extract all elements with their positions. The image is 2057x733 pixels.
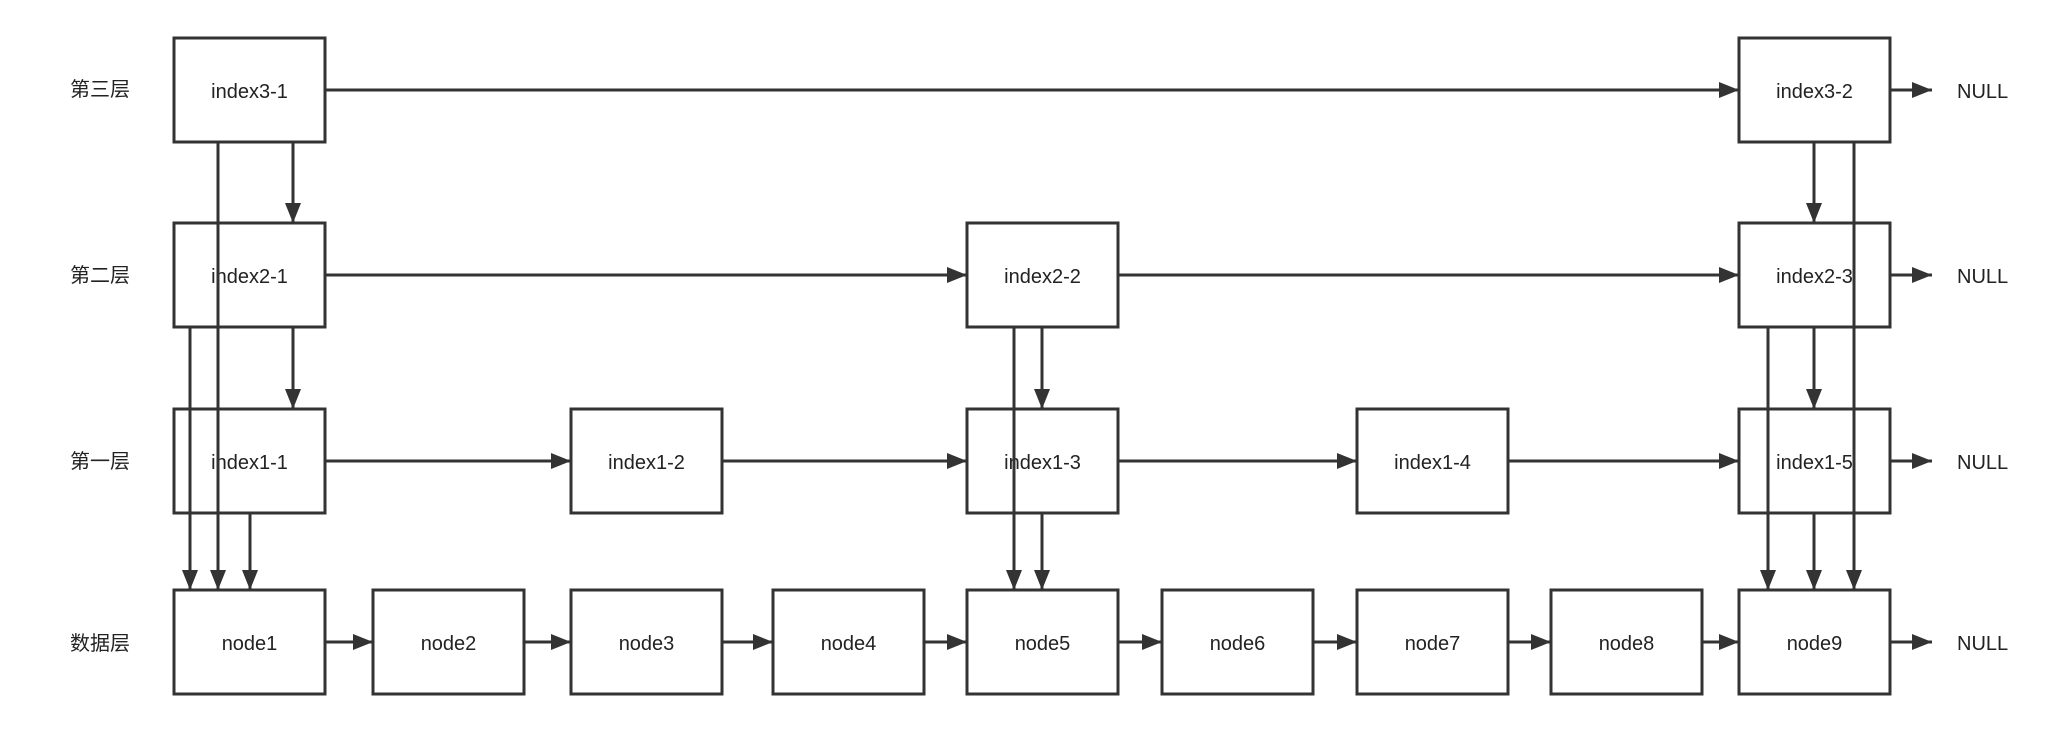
node-label: index2-1 (211, 266, 288, 288)
node-label: node5 (1015, 633, 1071, 655)
node-label: index2-2 (1004, 266, 1081, 288)
node-index2-2: index2-2 (965, 221, 1120, 329)
node-label: node4 (821, 633, 877, 655)
node-node5: node5 (965, 588, 1120, 696)
node-node2: node2 (371, 588, 526, 696)
node-label: index1-1 (211, 452, 288, 474)
node-index1-4: index1-4 (1355, 407, 1510, 515)
node-label: index3-2 (1776, 81, 1853, 103)
node-node4: node4 (771, 588, 926, 696)
node-label: node1 (222, 633, 278, 655)
node-node9: node9 (1737, 588, 1892, 696)
node-index1-3: index1-3 (965, 407, 1120, 515)
layer-label-1: 第一层 (70, 450, 130, 473)
node-label: index1-3 (1004, 452, 1081, 474)
node-node3: node3 (569, 588, 724, 696)
node-label: node7 (1405, 633, 1461, 655)
node-label: index3-1 (211, 81, 288, 103)
node-label: index1-5 (1776, 452, 1853, 474)
node-index3-2: index3-2 (1737, 36, 1892, 144)
node-index2-3: index2-3 (1737, 221, 1892, 329)
node-label: node3 (619, 633, 675, 655)
node-node1: node1 (172, 588, 327, 696)
node-node6: node6 (1160, 588, 1315, 696)
node-label: node8 (1599, 633, 1655, 655)
null-label-layer1: NULL (1957, 452, 2008, 474)
node-node8: node8 (1549, 588, 1704, 696)
node-label: index1-4 (1394, 452, 1471, 474)
null-label-layer3: NULL (1957, 81, 2008, 103)
node-label: index1-2 (608, 452, 685, 474)
layer-label-3: 第三层 (70, 78, 130, 101)
layer-label-2: 第二层 (70, 264, 130, 287)
node-label: index2-3 (1776, 266, 1853, 288)
node-label: node9 (1787, 633, 1843, 655)
node-index1-5: index1-5 (1737, 407, 1892, 515)
node-node7: node7 (1355, 588, 1510, 696)
node-index3-1: index3-1 (172, 36, 327, 144)
node-label: node2 (421, 633, 477, 655)
layer-label-data: 数据层 (70, 632, 130, 655)
null-label-data: NULL (1957, 633, 2008, 655)
node-label: node6 (1210, 633, 1266, 655)
node-index1-1: index1-1 (172, 407, 327, 515)
node-index2-1: index2-1 (172, 221, 327, 329)
null-label-layer2: NULL (1957, 266, 2008, 288)
node-index1-2: index1-2 (569, 407, 724, 515)
